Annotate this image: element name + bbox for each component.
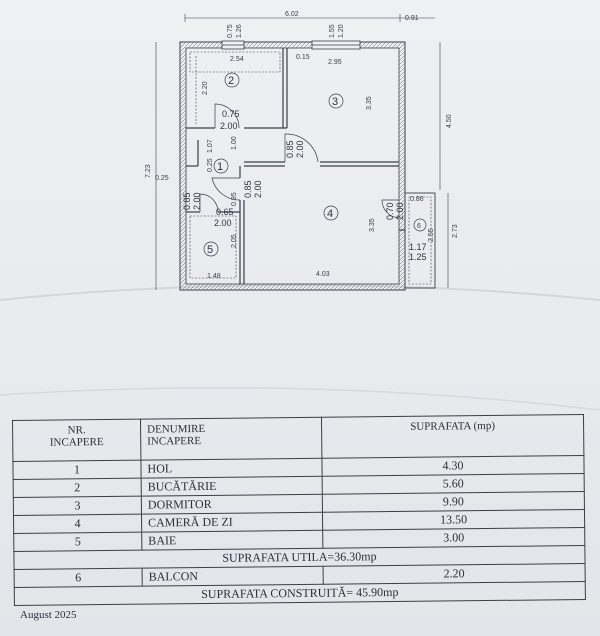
interior-walls: [186, 48, 405, 284]
room-number-5: 5: [207, 244, 213, 256]
header-denumire: DENUMIRE INCAPERE: [140, 417, 322, 461]
window-balcony-height: 1.25: [409, 252, 427, 262]
room-number-1: 1: [217, 161, 223, 173]
dim-hall-width: 1.00: [231, 136, 238, 150]
dim-living-height: 3.35: [369, 218, 376, 232]
left-dimension: [155, 42, 449, 290]
fixtures: [189, 51, 281, 279]
dim-right-height: 4.50: [446, 114, 453, 128]
dim-left-height: 7.23: [145, 164, 152, 178]
door-entry-height: 2.00: [192, 192, 202, 210]
dim-window-right-b: 1.20: [338, 24, 345, 38]
door-balcony-height: 2.00: [395, 202, 405, 220]
surface-table: NR. INCAPERE DENUMIRE INCAPERE SUPRAFATA…: [12, 414, 586, 606]
dim-bedroom-height: 3.35: [366, 96, 373, 110]
window-balcony-width: 1.17: [409, 242, 427, 252]
floor-plan: 6.02 0.91 0.75 1.26 1.55 1.20: [145, 11, 459, 291]
dim-bath-width: 1.48: [207, 273, 221, 280]
door-bedroom-width: 0.85: [285, 140, 295, 158]
dim-window-left-b: 1.26: [236, 24, 243, 38]
dim-living-width: 4.03: [316, 271, 330, 278]
dim-balcony-depth: 2.55: [428, 228, 435, 242]
dim-kitchen-height: 2.20: [202, 81, 209, 95]
top-windows: [221, 40, 361, 50]
room-number-6: 6: [417, 223, 421, 230]
room-number-3: 3: [332, 96, 338, 108]
dim-balcony-width: 0.86: [410, 196, 424, 203]
document-date: August 2025: [20, 609, 77, 621]
dim-hall-small-b: 0.25: [207, 158, 214, 172]
dim-hall-gap: 0.25: [155, 175, 169, 182]
wall-hatching: [180, 42, 405, 290]
dim-window-right-a: 1.55: [329, 24, 336, 38]
dim-balcony-total: 2.73: [452, 224, 459, 238]
room-number-4: 4: [327, 208, 333, 220]
door-bath-width: 0.65: [216, 207, 234, 217]
door-living-height: 2.00: [253, 180, 263, 198]
door-bath-height: 2.00: [214, 218, 232, 228]
dim-total-width: 6.02: [285, 11, 299, 18]
dim-bath-height: 2.05: [231, 234, 238, 248]
dim-bedroom-width: 2.95: [328, 59, 342, 66]
dim-kitchen-width: 2.54: [230, 56, 244, 63]
door-entry-width: 0.85: [182, 192, 192, 210]
door-living-width: 0.85: [243, 180, 253, 198]
header-suprafata: SUPRAFATA (mp): [321, 414, 584, 459]
room-markers: [203, 72, 427, 257]
dim-balcony-offset: 0.91: [405, 15, 419, 22]
door-swings: [199, 103, 400, 219]
dim-hall-small: 1.07: [207, 139, 214, 153]
door-kitchen-height: 2.00: [220, 121, 238, 131]
top-dimension: [184, 14, 435, 22]
door-kitchen-width: 0.75: [222, 109, 240, 119]
header-nr: NR. INCAPERE: [12, 419, 141, 462]
door-balcony-width: 0.70: [385, 202, 395, 220]
door-hall-width: 0.95: [231, 192, 238, 206]
room-number-2: 2: [228, 75, 234, 87]
dim-wall-gap: 0.15: [296, 54, 310, 61]
table-header: NR. INCAPERE DENUMIRE INCAPERE SUPRAFATA…: [12, 414, 584, 462]
dim-window-left-a: 0.75: [227, 24, 234, 38]
door-bedroom-height: 2.00: [295, 140, 305, 158]
